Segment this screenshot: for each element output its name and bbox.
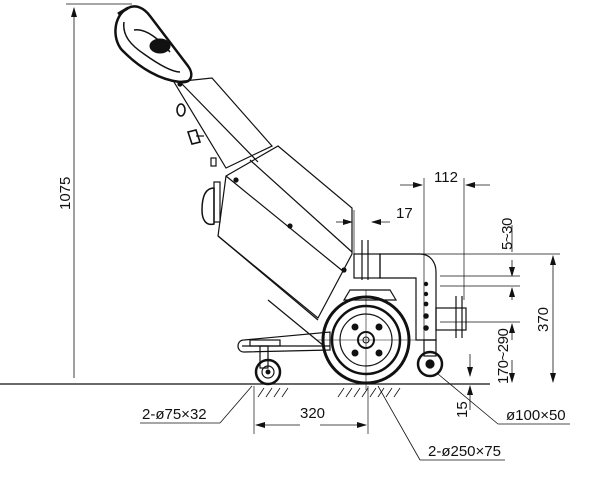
body-housing [201,145,353,321]
label-hitch-offset: 112 [434,169,458,186]
callout-rear-wheel: ø100×50 [437,373,570,425]
drive-wheel [316,289,416,390]
dim-overall-height: 1075 [57,3,132,378]
tiller-handle [114,5,193,84]
label-drive-wheels: 2-ø250×75 [428,443,501,460]
caster-wheel [249,339,282,386]
dim-ground-clearance: 15 [454,354,473,418]
label-hitch-height: 370 [535,307,552,332]
callout-caster-wheels: 2-ø75×32 [140,385,253,424]
dim-hitch-gap: 17 [336,205,413,254]
callout-drive-wheels: 2-ø250×75 [377,385,505,461]
label-caster-wheels: 2-ø75×32 [142,406,207,423]
label-hitch-range: 170~290 [495,329,512,384]
hitch-assembly [353,240,467,378]
chassis-frame [237,299,331,353]
tiller-arm [172,77,273,169]
ground-line [0,383,490,398]
dim-right-side: 5~30 370 170~290 [380,218,560,385]
label-ground-clearance: 15 [454,401,471,418]
label-hitch-adjust: 5~30 [499,218,516,250]
label-rear-wheel: ø100×50 [506,407,566,424]
label-overall-height: 1075 [57,177,74,210]
dim-hitch-offset: 112 [400,169,490,340]
label-wheelbase: 320 [300,405,325,422]
label-hitch-gap: 17 [396,205,413,222]
dim-wheelbase: 320 [253,386,369,434]
